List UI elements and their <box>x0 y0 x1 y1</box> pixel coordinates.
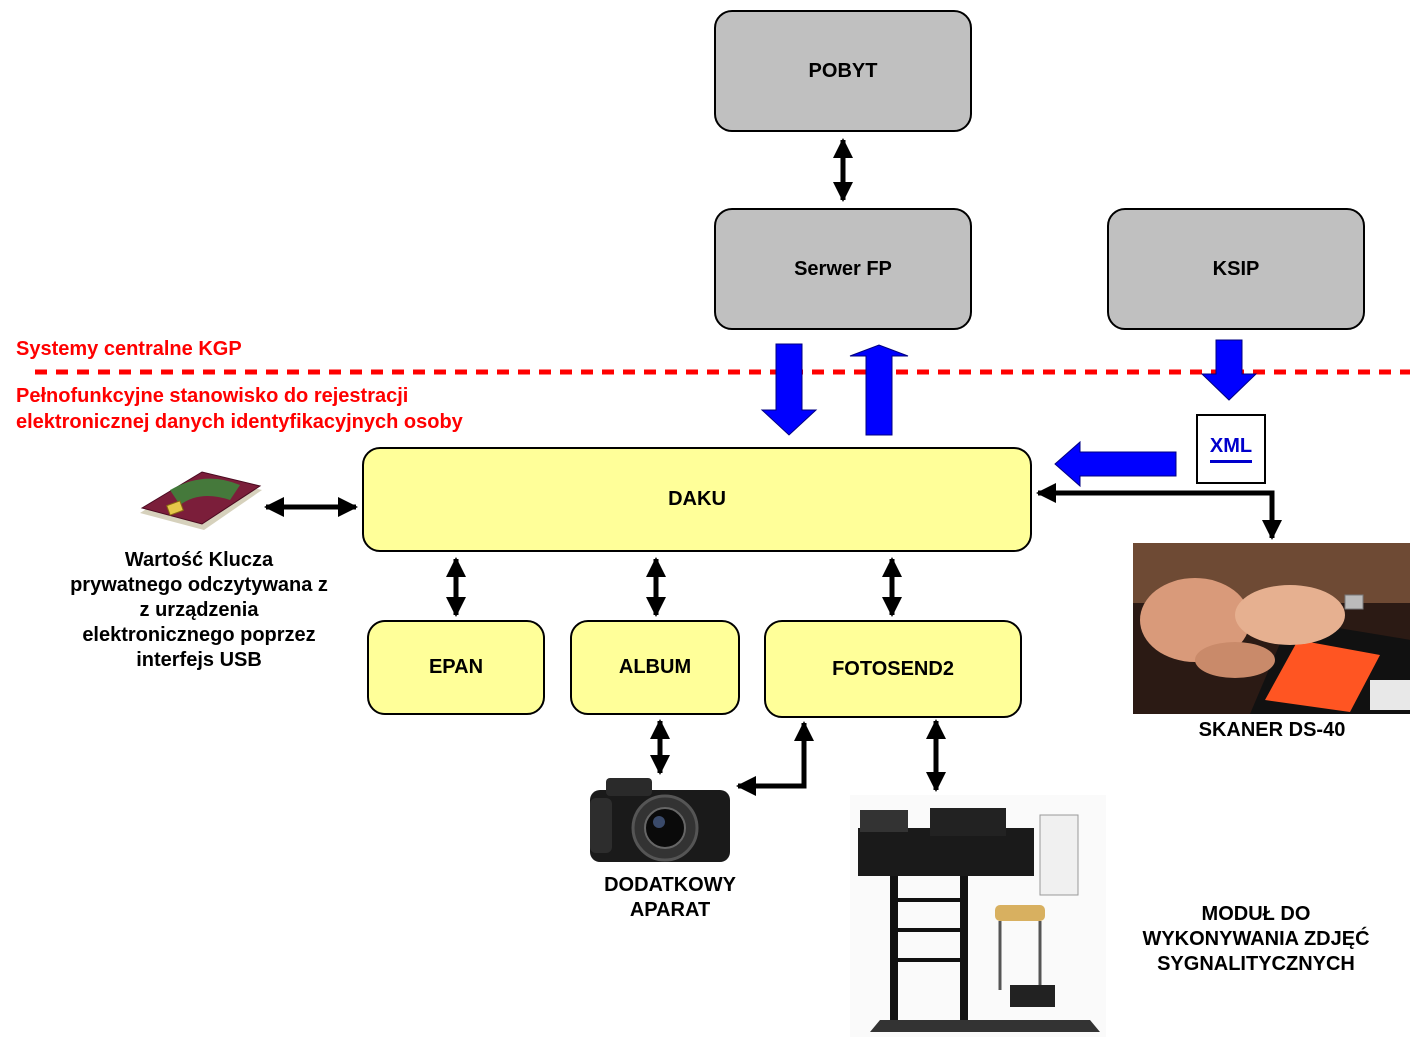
central-systems-label: Systemy centralne KGP <box>16 338 242 360</box>
serwer-to-daku-arrow <box>760 343 818 436</box>
pobyt-box: POBYT <box>714 10 972 132</box>
daku-box: DAKU <box>362 447 1032 552</box>
station-label: Pełnofunkcyjne stanowisko do rejestracji… <box>16 383 463 435</box>
camera-caption-line: DODATKOWY <box>604 874 736 896</box>
card-caption-line: interfejs USB <box>136 649 262 671</box>
serwer-fp-box: Serwer FP <box>714 208 972 330</box>
photo-module-image <box>850 795 1106 1037</box>
scanner-caption: SKANER DS-40 <box>1198 719 1346 741</box>
xml-label: XML <box>1209 435 1253 463</box>
ksip-box: KSIP <box>1107 208 1365 330</box>
scanner-photo <box>1133 543 1410 714</box>
xml-document-icon: XML <box>1196 414 1266 484</box>
card-caption-line: Wartość Klucza <box>124 549 274 571</box>
camera-icon <box>590 778 730 862</box>
module-caption-line: WYKONYWANIA ZDJĘĆ <box>1142 928 1370 950</box>
station-label-line2: elektronicznej danych identyfikacyjnych … <box>16 411 463 433</box>
photo-module-caption: MODUŁ DO WYKONYWANIA ZDJĘĆ SYGNALITYCZNY… <box>1102 902 1410 977</box>
album-box: ALBUM <box>570 620 740 715</box>
camera-caption-line: APARAT <box>629 899 711 921</box>
card-caption-line: elektronicznego poprzez <box>82 624 316 646</box>
ksip-to-xml-arrow <box>1200 339 1258 401</box>
smart-card-icon <box>140 471 262 530</box>
fotosend2-box: FOTOSEND2 <box>764 620 1022 718</box>
daku-to-serwer-arrow <box>849 344 909 436</box>
camera-caption: DODATKOWY APARAT <box>560 873 780 923</box>
card-caption-line: z urządzenia <box>139 599 259 621</box>
daku-scanner-arrow <box>1036 483 1282 540</box>
xml-to-daku-arrow <box>1054 440 1177 488</box>
smart-card-caption: Wartość Klucza prywatnego odczytywana z … <box>12 548 386 673</box>
fotosend-camera-arrow <box>736 721 814 796</box>
station-label-line1: Pełnofunkcyjne stanowisko do rejestracji <box>16 385 409 407</box>
module-caption-line: MODUŁ DO <box>1201 903 1311 925</box>
card-caption-line: prywatnego odczytywana z <box>70 574 328 596</box>
module-caption-line: SYGNALITYCZNYCH <box>1157 953 1355 975</box>
epan-box: EPAN <box>367 620 545 715</box>
